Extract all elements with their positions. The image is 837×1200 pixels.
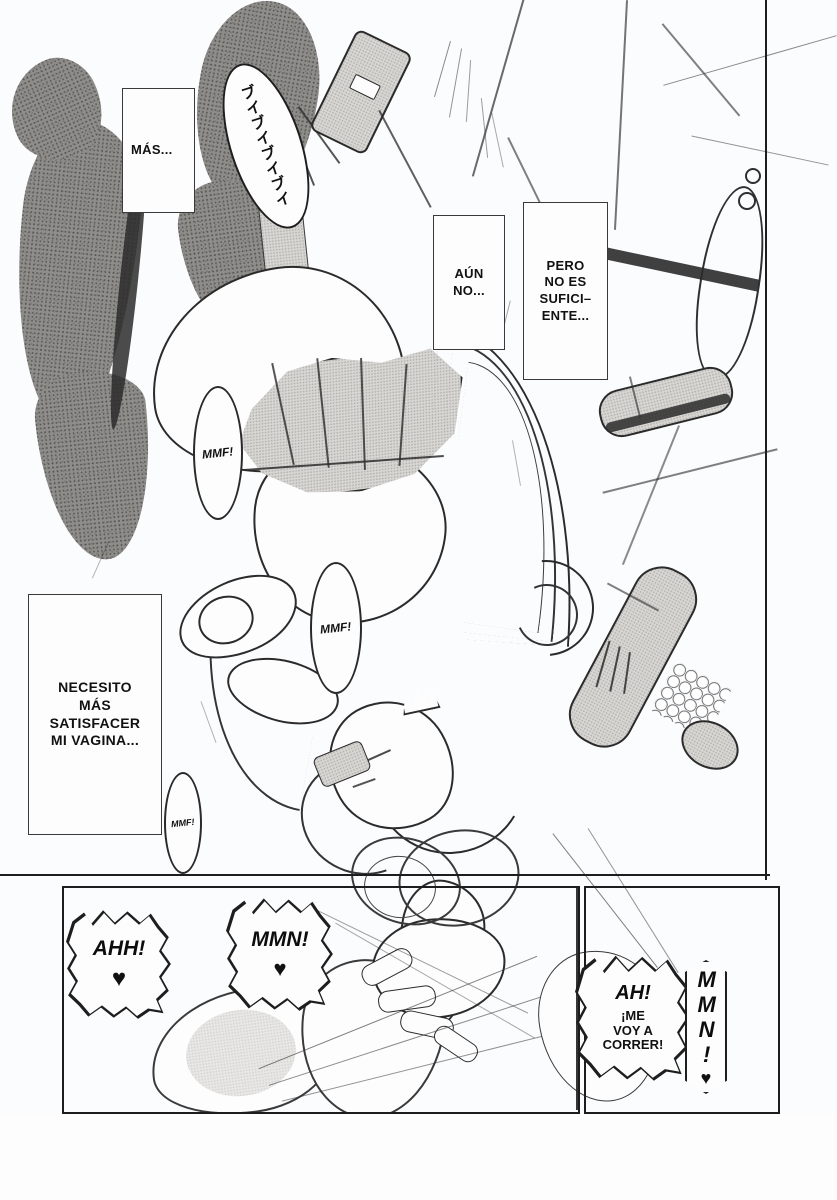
art-skirt-ruffle bbox=[238, 342, 465, 506]
art-speedline-1 bbox=[434, 40, 452, 98]
bubble-mmn-vertical: MMN! ♥ bbox=[685, 960, 727, 1094]
bubble-text-mmf-2: MMF! bbox=[319, 619, 353, 637]
art-skirt-pleat-3 bbox=[360, 358, 366, 470]
bubble-mmf-3: MMF! bbox=[164, 772, 202, 874]
art-skirt-hem bbox=[244, 455, 444, 471]
bubble-mmf-1: MMF! bbox=[193, 386, 243, 520]
art-gag-device bbox=[311, 739, 373, 789]
art-texture-stroke-3 bbox=[91, 541, 110, 579]
art-figure-head bbox=[305, 678, 477, 854]
caption-text-necesito: NECESITO MÁS SATISFACER MI VAGINA... bbox=[49, 678, 141, 749]
panel-frame-bottom-left bbox=[62, 886, 580, 1114]
art-texture-stroke-2 bbox=[512, 440, 522, 486]
art-cylinder-upper-band bbox=[628, 376, 642, 418]
bubble-text-ahh: AHH! bbox=[92, 937, 146, 960]
caption-text-aun-no: AÚN NO... bbox=[453, 265, 485, 298]
art-skirt-pleat-4 bbox=[398, 364, 408, 466]
art-hair-curl-2 bbox=[507, 575, 587, 655]
art-bg-line-3 bbox=[613, 0, 628, 230]
art-hand-left bbox=[191, 588, 261, 652]
art-bg-line-1 bbox=[471, 0, 526, 177]
bubble-mmn: MMN! ♥ bbox=[229, 901, 330, 1008]
sfx-text-japanese: ブイブイブイブイ bbox=[237, 82, 294, 210]
bubble-mmf-2: MMF! bbox=[310, 562, 362, 694]
art-leg-stocking-lower bbox=[30, 364, 162, 566]
bubble-text-ah: AH! bbox=[615, 982, 651, 1005]
caption-text-pero-no-es-suficiente: PERO NO ES SUFICI– ENTE... bbox=[539, 257, 592, 323]
caption-text-mas: MÁS... bbox=[131, 142, 173, 158]
bubble-text-mmf-1: MMF! bbox=[201, 444, 235, 462]
art-cylinder-tip bbox=[672, 710, 748, 780]
art-claw-3 bbox=[623, 652, 631, 694]
bubble-text-mmn: MMN! bbox=[251, 928, 309, 951]
page-bottom-margin bbox=[0, 1114, 837, 1200]
caption-box-mas: MÁS... bbox=[122, 88, 195, 213]
bubble-heart-mmn-vertical: ♥ bbox=[700, 1068, 712, 1088]
art-bg-line-4 bbox=[661, 23, 740, 117]
art-strap-buckle-2 bbox=[738, 192, 756, 210]
art-speedline-2 bbox=[448, 48, 463, 118]
art-strap-band bbox=[590, 244, 760, 292]
art-bg-line-6 bbox=[691, 135, 829, 166]
art-remote-screen bbox=[348, 73, 382, 101]
art-cylinder-lower bbox=[558, 555, 708, 759]
bubble-heart-ahh: ♥ bbox=[111, 965, 127, 992]
caption-box-aun-no: AÚN NO... bbox=[433, 215, 505, 350]
art-hair-curl-4 bbox=[282, 739, 442, 895]
art-hair-curl-1 bbox=[478, 540, 614, 676]
sfx-bubble-vibration: ブイブイブイブイ bbox=[205, 53, 327, 239]
art-floor-line-1 bbox=[602, 448, 778, 494]
bubble-text-mmf-3: MMF! bbox=[170, 816, 196, 830]
bubble-ahh: AHH! ♥ bbox=[69, 913, 168, 1016]
art-cylinder-lower-band bbox=[606, 582, 660, 612]
art-hair-ornament bbox=[397, 678, 440, 715]
art-face-eye-line bbox=[359, 749, 391, 765]
art-speedline-5 bbox=[491, 112, 504, 168]
art-arm-left bbox=[166, 557, 310, 677]
art-hair-strand-2 bbox=[423, 341, 583, 643]
art-nub-cluster bbox=[650, 660, 732, 740]
bubble-heart-mmn: ♥ bbox=[273, 956, 287, 981]
caption-box-necesito: NECESITO MÁS SATISFACER MI VAGINA... bbox=[28, 594, 162, 835]
bubble-ah-correr: AH! ¡ME VOY A CORRER! bbox=[578, 958, 687, 1078]
art-figure-torso bbox=[137, 251, 417, 489]
caption-box-pero-no-es-suficiente: PERO NO ES SUFICI– ENTE... bbox=[523, 202, 608, 380]
art-skirt-pleat-1 bbox=[271, 362, 295, 466]
art-strap-loop bbox=[685, 181, 775, 383]
art-face-mouth-line bbox=[352, 777, 376, 788]
art-strap-buckle-1 bbox=[745, 168, 761, 184]
art-remote-wire bbox=[378, 110, 432, 208]
bubble-text-mmn-vertical: MMN! bbox=[694, 967, 720, 1067]
art-speedline-4 bbox=[480, 98, 489, 158]
bubble-text-me-voy-a-correr: ¡ME VOY A CORRER! bbox=[602, 1008, 664, 1053]
art-floor-line-2 bbox=[621, 425, 680, 565]
art-cylinder-upper bbox=[594, 362, 738, 442]
art-foot-left bbox=[0, 45, 119, 175]
art-cylinder-upper-shadow bbox=[604, 392, 732, 434]
panel-border-bottom-divider bbox=[0, 874, 770, 877]
art-skirt-pleat-2 bbox=[316, 358, 330, 468]
panel-border-right-vertical bbox=[765, 0, 768, 880]
art-remote-control bbox=[308, 28, 414, 156]
art-bg-line-5 bbox=[663, 35, 837, 87]
art-claw-2 bbox=[609, 646, 621, 692]
art-hair-strand-3 bbox=[432, 361, 575, 634]
art-hair-curl-3 bbox=[355, 683, 543, 871]
art-speedline-3 bbox=[465, 60, 472, 122]
art-texture-stroke-4 bbox=[200, 701, 217, 743]
art-claw-1 bbox=[595, 640, 611, 688]
